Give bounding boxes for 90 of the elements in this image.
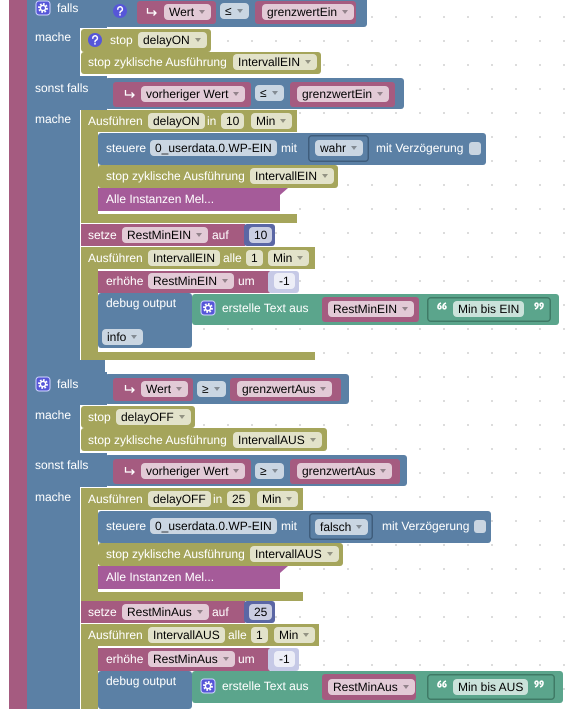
dropdown-field: ≤ — [255, 85, 284, 101]
block-label: stop zyklische Ausführung — [106, 168, 245, 184]
block-label: stop zyklische Ausführung — [88, 432, 227, 448]
value-field: Min bis EIN — [453, 301, 524, 317]
block-label: stop — [88, 409, 111, 425]
value-field: 1 — [246, 250, 263, 266]
block-label: auf — [212, 227, 229, 243]
block-label: mache — [35, 407, 72, 423]
value-field: 25 — [227, 491, 250, 507]
dropdown-field: RestMinAus — [148, 651, 235, 667]
block-label: erhöhe — [106, 651, 144, 667]
value-field: Min bis AUS — [453, 679, 528, 695]
block-label: setze — [88, 604, 117, 620]
dropdown-field: ≥ — [197, 381, 226, 397]
value-field: 0_userdata.0.WP-EIN — [150, 140, 277, 156]
value-field: IntervallEIN — [148, 250, 220, 266]
dropdown-field: Wert — [164, 4, 212, 20]
dropdown-field: RestMinEIN — [148, 273, 234, 289]
block-label: falls — [57, 376, 78, 392]
dropdown-field: IntervallEIN — [250, 168, 334, 184]
block-edge — [9, 0, 27, 709]
dropdown-field: RestMinAus — [122, 604, 209, 620]
block-label: Ausführen — [88, 491, 143, 507]
value-field: 0_userdata.0.WP-EIN — [150, 518, 277, 534]
block-label: falls — [57, 0, 78, 16]
dropdown-field: falsch — [315, 519, 368, 535]
dropdown-field: ≥ — [255, 463, 284, 479]
dropdown-field: grenzwertEin — [297, 86, 390, 102]
block-label: Alle Instanzen Mel... — [106, 191, 214, 207]
block-label: mit Verzögerung — [382, 518, 470, 534]
value-field: 10 — [249, 227, 272, 243]
dropdown-field: RestMinEIN — [122, 227, 208, 243]
value-field: -1 — [274, 651, 295, 667]
dropdown-field: IntervallEIN — [233, 54, 318, 70]
block-label: auf — [212, 604, 229, 620]
block-label: stop — [110, 32, 133, 48]
dropdown-field: delayOFF — [116, 409, 191, 425]
dropdown-field: Min — [274, 627, 316, 643]
block-label: Ausführen — [88, 113, 143, 129]
block-label: erhöhe — [106, 273, 144, 289]
block-label: um — [238, 273, 255, 289]
dropdown-field: vorheriger Wert — [141, 86, 246, 102]
dropdown-field: Min — [268, 250, 310, 266]
block-label: mache — [35, 29, 72, 45]
block-label: stop zyklische Ausführung — [106, 546, 245, 562]
dropdown-field: grenzwertAus — [237, 381, 332, 397]
block-label: Ausführen — [88, 250, 143, 266]
value-field: delayOFF — [148, 491, 211, 507]
block-label: debug output — [106, 673, 176, 689]
dropdown-field: ≤ — [220, 3, 249, 19]
dropdown-field: info — [102, 329, 144, 345]
dropdown-field: wahr — [315, 140, 364, 156]
block-label: steuere — [106, 140, 146, 156]
dropdown-field: RestMinEIN — [328, 301, 414, 317]
block-label: mit Verzögerung — [376, 140, 464, 156]
value-field: 10 — [221, 113, 244, 129]
dropdown-field: IntervallAUS — [250, 546, 339, 562]
dropdown-field: delayON — [138, 32, 207, 48]
block-label: debug output — [106, 295, 176, 311]
dropdown-field: RestMinAus — [328, 679, 415, 695]
block-label: erstelle Text aus — [222, 300, 308, 316]
dropdown-field: vorheriger Wert — [141, 463, 246, 479]
value-field: 25 — [249, 604, 272, 620]
block-label: alle — [228, 627, 247, 643]
block-label: setze — [88, 227, 117, 243]
block-label: in — [207, 113, 216, 129]
block-label: alle — [223, 250, 242, 266]
value-field: delayON — [148, 113, 205, 129]
block-label: mit — [281, 518, 297, 534]
block-label: steuere — [106, 518, 146, 534]
dropdown-field: Wert — [141, 381, 188, 397]
block-label: in — [213, 491, 222, 507]
block-label: mit — [281, 140, 297, 156]
block-label: mache — [35, 111, 72, 127]
dropdown-field: IntervallAUS — [233, 432, 322, 448]
block-label: erstelle Text aus — [222, 678, 308, 694]
dropdown-field: grenzwertEin — [262, 4, 354, 20]
block-label: um — [238, 651, 255, 667]
block-label: stop zyklische Ausführung — [88, 54, 227, 70]
block-label: mache — [35, 489, 72, 505]
dropdown-field: Min — [257, 491, 298, 507]
block-label: sonst falls — [35, 457, 88, 473]
value-field: -1 — [274, 273, 295, 289]
block-label: sonst falls — [35, 80, 88, 96]
block-label: Alle Instanzen Mel... — [106, 569, 214, 585]
value-field: 1 — [251, 627, 268, 643]
dropdown-field: Min — [251, 113, 292, 129]
block-label: Ausführen — [88, 627, 143, 643]
value-field: IntervallAUS — [148, 627, 225, 643]
dropdown-field: grenzwertAus — [297, 463, 392, 479]
